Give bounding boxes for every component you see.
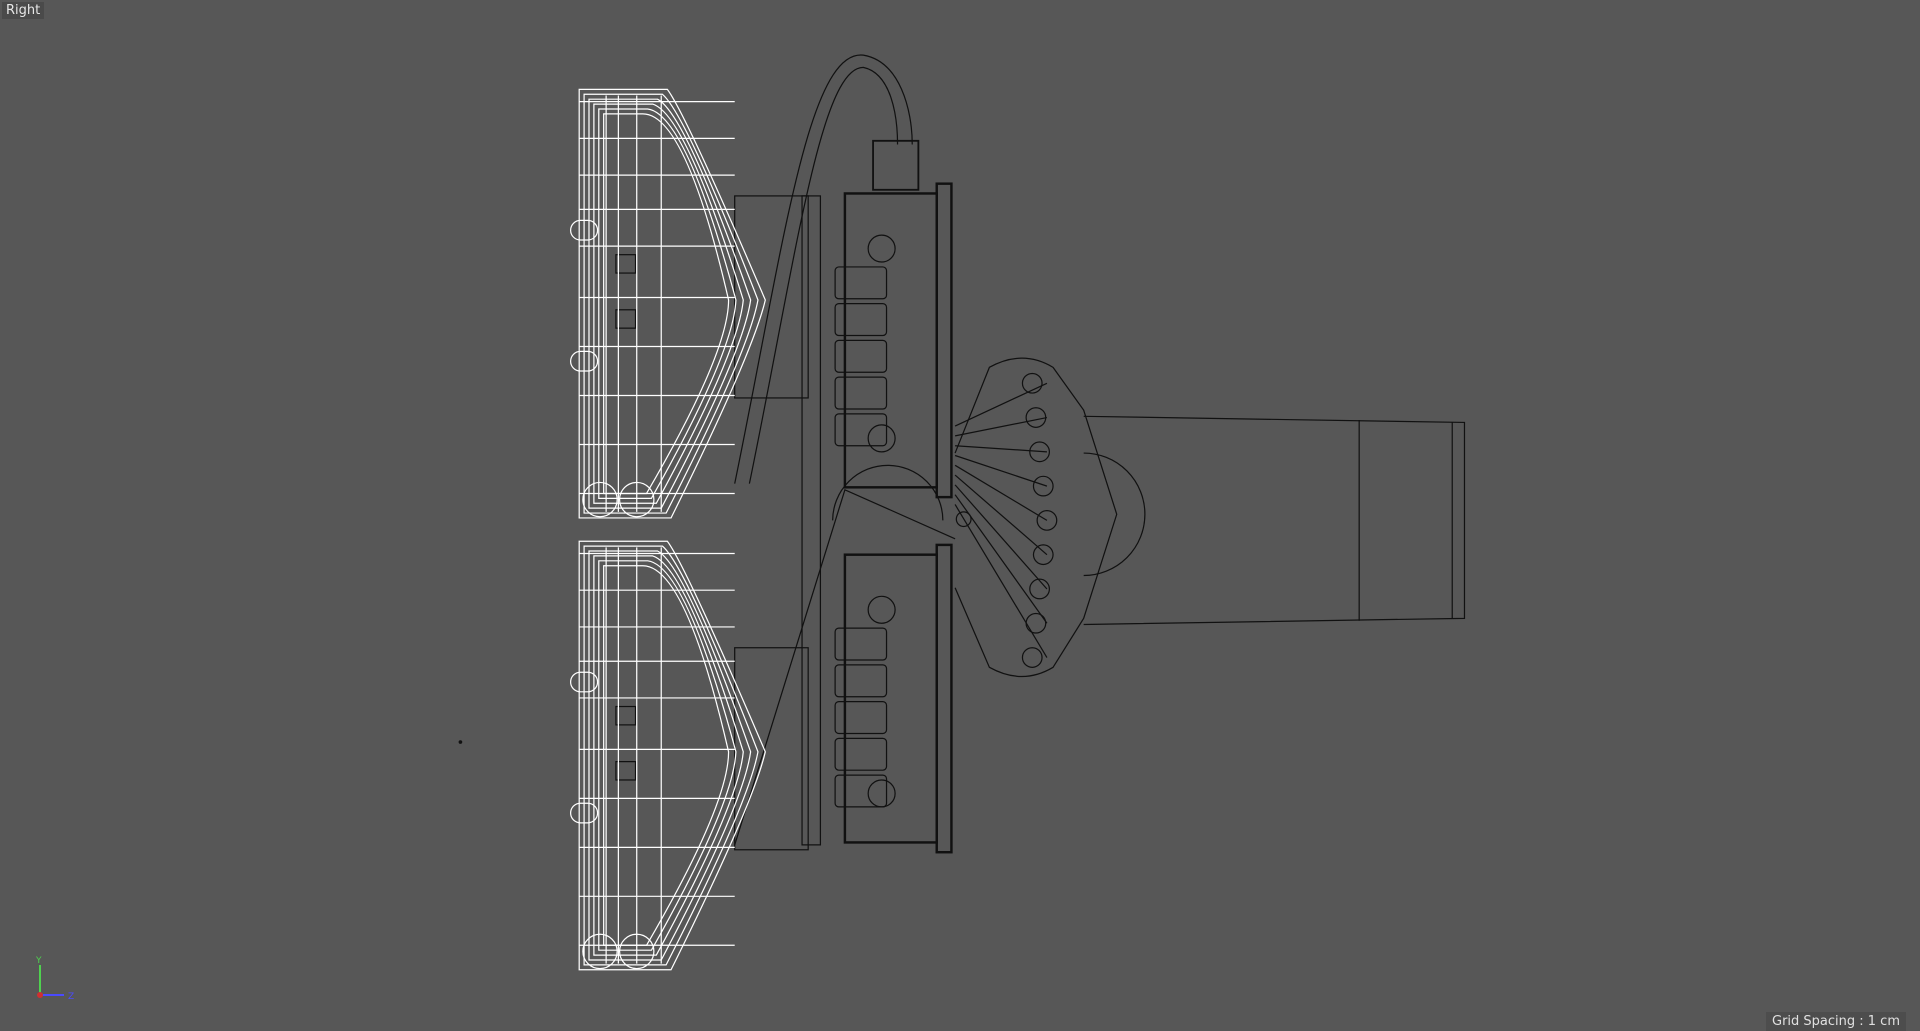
bracket-wire — [954, 474, 1048, 556]
lamp-shell-wire — [603, 565, 730, 946]
frame-rail — [801, 195, 822, 846]
driver-cell — [834, 664, 888, 698]
driver-box — [843, 553, 938, 844]
bracket-arc — [1083, 452, 1146, 577]
heatsink-plate — [935, 182, 953, 499]
heatsink-plate — [935, 543, 953, 854]
mount-pole — [1083, 415, 1466, 626]
lamp-shell-wire — [593, 555, 744, 956]
bracket-hole — [1029, 441, 1050, 463]
lamp-shell-wire — [578, 88, 766, 519]
lamp-shell-wire — [588, 98, 752, 509]
driver-cell — [834, 376, 888, 410]
scene-point — [458, 740, 463, 744]
bracket-hole — [1036, 509, 1058, 531]
lamp-knob-wire — [618, 933, 655, 970]
lamp-clip — [615, 705, 637, 726]
brace-wire — [734, 488, 956, 846]
bracket-wire — [954, 382, 1048, 427]
grid-spacing-label: Grid Spacing : 1 cm — [1766, 1012, 1906, 1031]
lamp-shell-wire — [583, 93, 759, 514]
bracket-wire — [955, 445, 1047, 453]
bracket-wire — [954, 416, 1048, 437]
driver-cell — [834, 774, 888, 808]
lamp-housing — [615, 54, 972, 854]
lamp-shell-wire — [578, 540, 766, 971]
axis-gizmo-icon: Y Z — [35, 956, 74, 1002]
bracket-wire — [954, 454, 1048, 487]
lamp-knob-wire — [570, 350, 599, 372]
bracket-hole — [1021, 647, 1043, 668]
bracket-outline — [954, 357, 1118, 678]
lamp-shell-wire — [588, 550, 752, 961]
lamp-heads-selected — [570, 88, 766, 971]
bracket-hole — [1025, 407, 1047, 428]
lamp-clip — [615, 761, 637, 781]
pivot-arc — [832, 464, 944, 521]
view-name-label[interactable]: Right — [2, 2, 45, 19]
lamp-clip — [615, 254, 637, 274]
bolt — [867, 595, 896, 624]
pivot-mark — [955, 511, 972, 528]
lamp-clip — [615, 309, 637, 329]
lamp-knob-wire — [582, 481, 618, 518]
driver-cell — [834, 701, 888, 735]
cable — [734, 54, 913, 484]
lamp-knob-wire — [570, 802, 599, 824]
bracket-wire — [954, 464, 1048, 521]
bracket-wire — [954, 484, 1048, 590]
svg-text:Y: Y — [35, 956, 42, 966]
lamp-shell-wire — [583, 545, 759, 966]
driver-cell — [834, 266, 888, 300]
lamp-shell-wire — [603, 113, 730, 495]
driver-cell — [834, 339, 888, 373]
bracket-hole — [1021, 372, 1043, 394]
bracket-hole — [1029, 578, 1050, 600]
lamp-shell-wire — [598, 560, 737, 951]
bolt — [867, 779, 896, 808]
cable-gland — [872, 139, 920, 191]
bracket-hole — [1032, 475, 1054, 497]
cable — [748, 66, 899, 484]
bracket-hole — [1032, 544, 1054, 566]
bracket-wire — [954, 494, 1048, 624]
bolt — [867, 424, 896, 453]
driver-cell — [834, 737, 888, 771]
lamp-shell-wire — [598, 108, 737, 499]
mount-bracket — [954, 357, 1146, 678]
bolt — [867, 234, 896, 263]
svg-text:Z: Z — [68, 992, 74, 1002]
driver-cell — [834, 303, 888, 337]
lamp-shell-wire — [593, 103, 744, 504]
lamp-knob-wire — [618, 481, 655, 518]
driver-cell — [834, 627, 888, 661]
lamp-back-plate — [734, 647, 809, 851]
lamp-knob-wire — [570, 671, 599, 693]
lamp-knob-wire — [582, 933, 618, 970]
driver-cell — [834, 413, 888, 447]
lamp-knob-wire — [570, 219, 599, 241]
pole-outline — [1083, 415, 1466, 626]
bracket-wire — [954, 504, 1048, 658]
